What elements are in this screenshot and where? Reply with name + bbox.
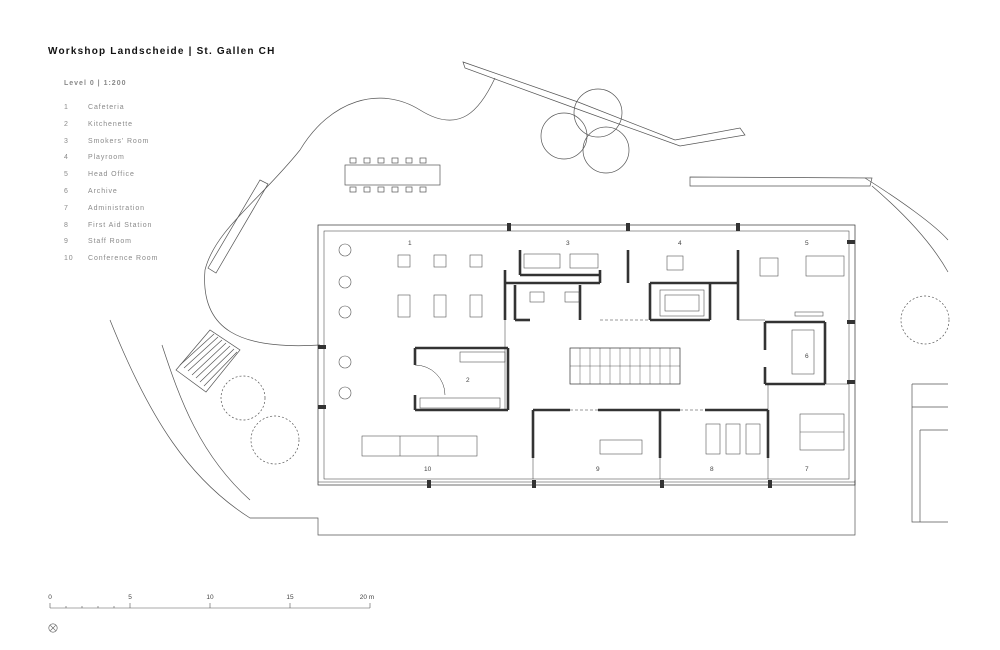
exterior-stairs [175, 329, 241, 393]
room-label-3: 3 [566, 240, 570, 247]
site-terrain-contour [109, 319, 856, 536]
tree-canopy [540, 112, 588, 160]
shrub [220, 375, 266, 421]
legend-number: 5 [64, 171, 69, 179]
legend-label: Playroom [88, 154, 125, 162]
scale-tick-label: 0 [48, 594, 52, 601]
road-curve [871, 185, 949, 273]
legend-number: 10 [64, 255, 74, 263]
north-arrow-icon [48, 623, 58, 633]
legend-number: 2 [64, 120, 69, 128]
legend-label: Kitchenette [88, 120, 133, 128]
legend-item: 4 Playroom [64, 154, 158, 171]
scale-tick-label: 15 [286, 594, 294, 601]
scale-tick-label: 10 [206, 594, 214, 601]
site-slope-line [161, 344, 251, 501]
shrub [900, 295, 950, 345]
legend-label: Administration [88, 204, 145, 212]
shrub [250, 415, 300, 465]
room-label-5: 5 [805, 240, 809, 247]
road-edge [689, 176, 873, 187]
legend-number: 1 [64, 104, 69, 111]
scale-tick-label: 5 [128, 594, 132, 601]
tree-canopy [573, 88, 623, 138]
legend-label: Smokers’ Room [88, 137, 150, 145]
legend-label: Cafeteria [88, 104, 125, 111]
room-label-1: 1 [408, 240, 412, 247]
tree-canopy [582, 126, 630, 174]
legend-item: 9 Staff Room [64, 238, 158, 255]
legend-item: 8 First Aid Station [64, 222, 158, 239]
room-label-8: 8 [710, 466, 714, 473]
outdoor-bench [207, 179, 269, 274]
room-label-6: 6 [805, 353, 809, 360]
legend-number: 3 [64, 137, 69, 145]
legend-label: First Aid Station [88, 221, 153, 229]
building-slab [317, 224, 856, 486]
building-interior [323, 230, 850, 480]
room-label-10: 10 [424, 466, 432, 473]
legend-label: Staff Room [88, 238, 132, 246]
legend-number: 8 [64, 221, 69, 229]
site-path-curve [204, 77, 496, 347]
level-scale-subtitle: Level 0 | 1:200 [64, 80, 127, 87]
legend-number: 7 [64, 204, 69, 212]
legend-item: 5 Head Office [64, 171, 158, 188]
legend-number: 6 [64, 187, 69, 195]
outdoor-table [344, 164, 441, 186]
room-label-9: 9 [596, 466, 600, 473]
legend-item: 7 Administration [64, 205, 158, 222]
legend-item: 1 Cafeteria [64, 104, 158, 121]
legend-item: 2 Kitchenette [64, 121, 158, 138]
legend-number: 4 [64, 154, 69, 162]
drawing-title: Workshop Landscheide | St. Gallen CH [48, 46, 276, 57]
room-legend: 1 Cafeteria 2 Kitchenette 3 Smokers’ Room 4… [64, 104, 158, 272]
legend-label: Archive [88, 187, 118, 195]
neighbour-building [911, 383, 948, 523]
scale-bar [49, 603, 371, 609]
scale-tick-label: 20 m [359, 594, 375, 601]
furniture [338, 243, 845, 457]
legend-number: 9 [64, 238, 69, 246]
stair-treads [570, 348, 680, 384]
legend-item: 3 Smokers’ Room [64, 138, 158, 155]
room-label-4: 4 [678, 240, 682, 247]
columns [318, 223, 855, 488]
legend-label: Head Office [88, 171, 135, 179]
legend-item: 6 Archive [64, 188, 158, 205]
road-curve-inner [864, 177, 949, 241]
room-label-7: 7 [805, 466, 809, 473]
access-road [462, 61, 746, 147]
legend-label: Conference Room [88, 255, 159, 263]
outdoor-chairs [349, 157, 427, 193]
legend-item: 10 Conference Room [64, 255, 158, 272]
door-swing [414, 364, 446, 396]
room-label-2: 2 [466, 377, 470, 384]
